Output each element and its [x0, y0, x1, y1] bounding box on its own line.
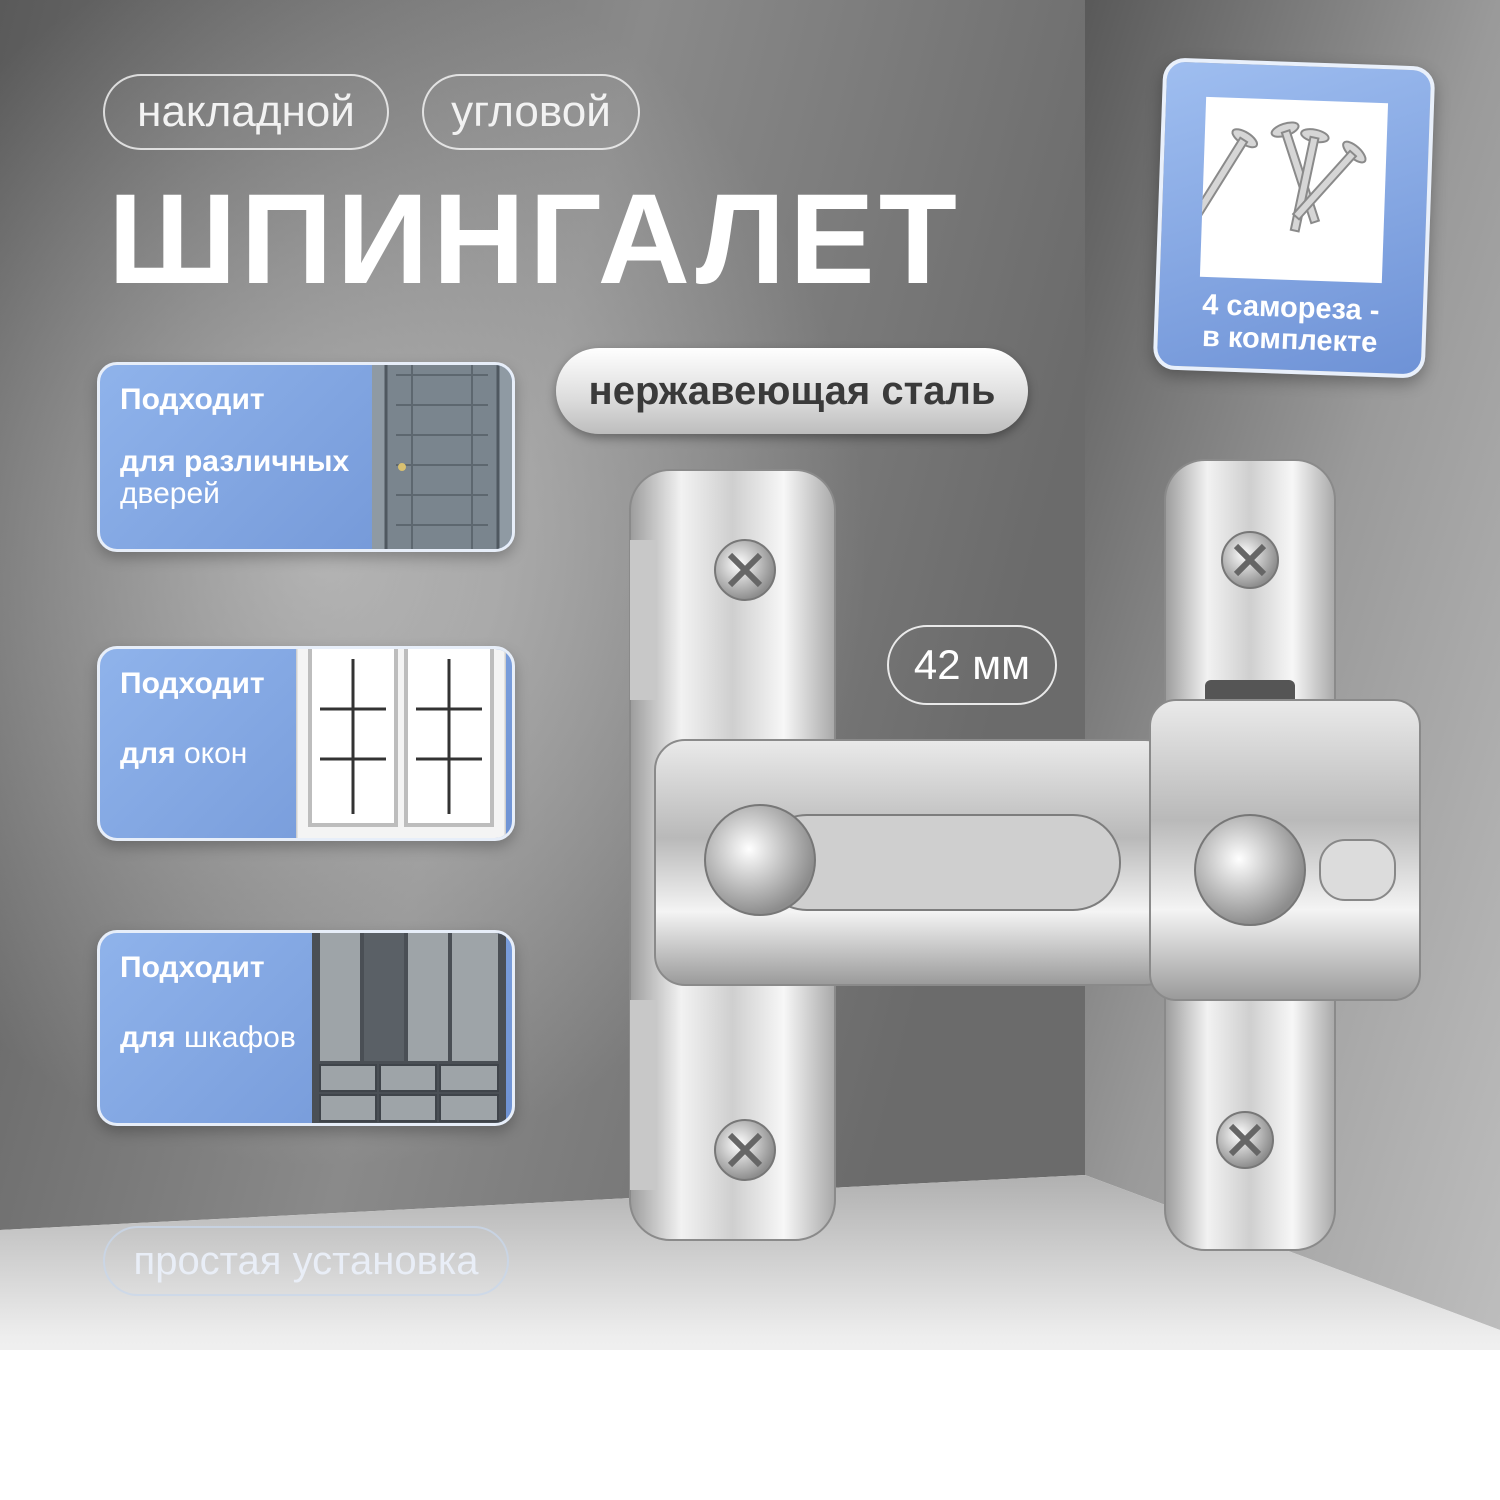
screw-icon — [1221, 531, 1279, 589]
card-doors-line2: для различных — [120, 445, 350, 478]
tag-overlay: накладной — [103, 74, 389, 150]
card-doors-line1: Подходит — [120, 383, 265, 416]
screw-icon — [1216, 1111, 1274, 1169]
screws-included-card: 4 самореза - в комплекте — [1152, 57, 1436, 379]
tag-corner: угловой — [422, 74, 640, 150]
product-title: ШПИНГАЛЕТ — [108, 168, 961, 311]
card-wardrobes: Подходит для шкафов — [97, 930, 515, 1126]
screw-icon — [714, 539, 776, 601]
window-image — [296, 649, 506, 838]
card-wardrobes-line1: Подходит — [120, 951, 265, 984]
latch-product — [629, 459, 1421, 1251]
screw-icon — [714, 1119, 776, 1181]
card-windows: Подходит для окон — [97, 646, 515, 841]
card-windows-line2: для окон — [120, 737, 248, 770]
card-doors: Подходит для различных дверей — [97, 362, 515, 552]
card-windows-line1: Подходит — [120, 667, 265, 700]
card-wardrobes-line2: для шкафов — [120, 1021, 296, 1054]
door-image — [372, 365, 512, 549]
card-doors-line3: дверей — [120, 477, 220, 510]
wardrobe-image — [312, 933, 506, 1123]
screws-image — [1191, 96, 1389, 284]
material-badge: нержавеющая сталь — [556, 348, 1028, 434]
dimension-label: 42 мм — [887, 625, 1057, 705]
install-badge: простая установка — [103, 1226, 509, 1296]
